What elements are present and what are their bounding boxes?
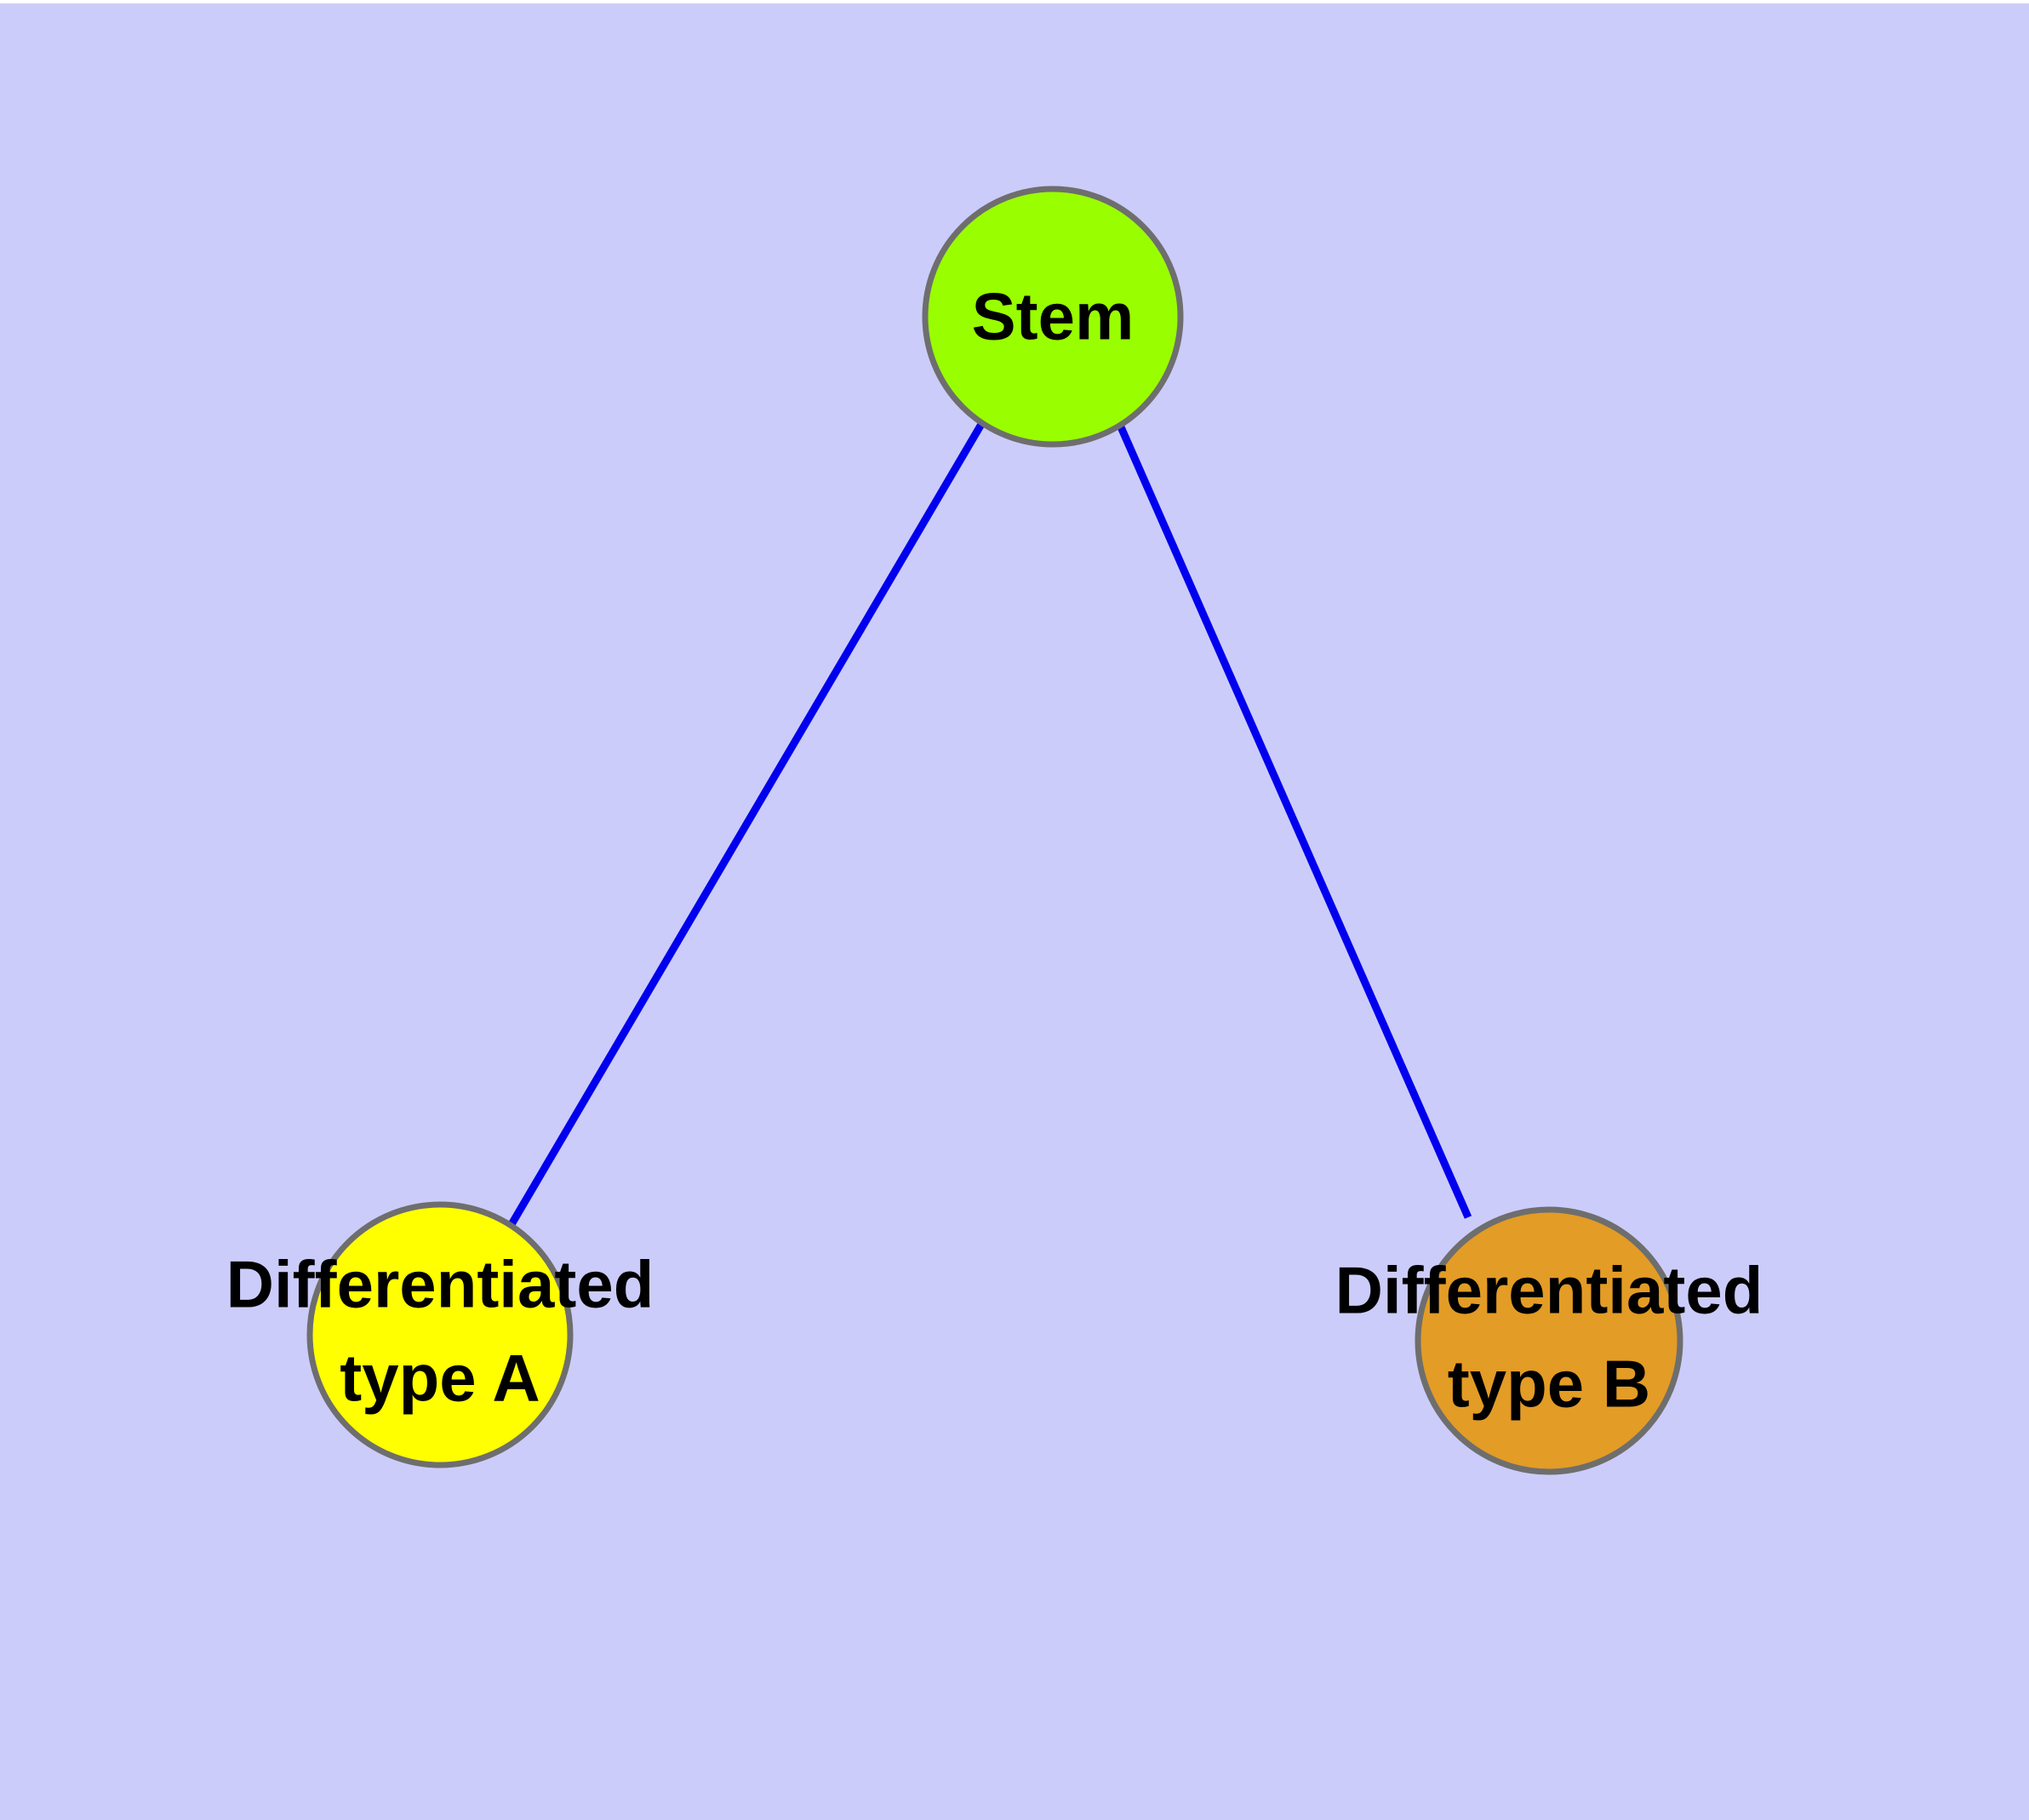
- node-diff-a-label-line1: Differentiated: [226, 1247, 654, 1322]
- label-layer: Stem Differentiated type A Differentiate…: [226, 279, 1763, 1422]
- node-stem-circle[interactable]: [922, 186, 1184, 448]
- node-diff-a-circle[interactable]: [306, 1201, 574, 1468]
- node-diff-b-label-line2: type B: [1448, 1347, 1650, 1422]
- node-stem-label: Stem: [972, 279, 1135, 354]
- node-diff-b-circle[interactable]: [1415, 1206, 1683, 1475]
- edge-stem-to-diff-a[interactable]: [507, 419, 986, 1228]
- node-diff-b-label-line1: Differentiated: [1335, 1253, 1763, 1328]
- edge-layer: [507, 419, 1472, 1228]
- edge-stem-to-diff-b[interactable]: [1115, 421, 1472, 1219]
- node-layer: [306, 186, 1683, 1475]
- node-diff-a-label-line2: type A: [340, 1341, 540, 1416]
